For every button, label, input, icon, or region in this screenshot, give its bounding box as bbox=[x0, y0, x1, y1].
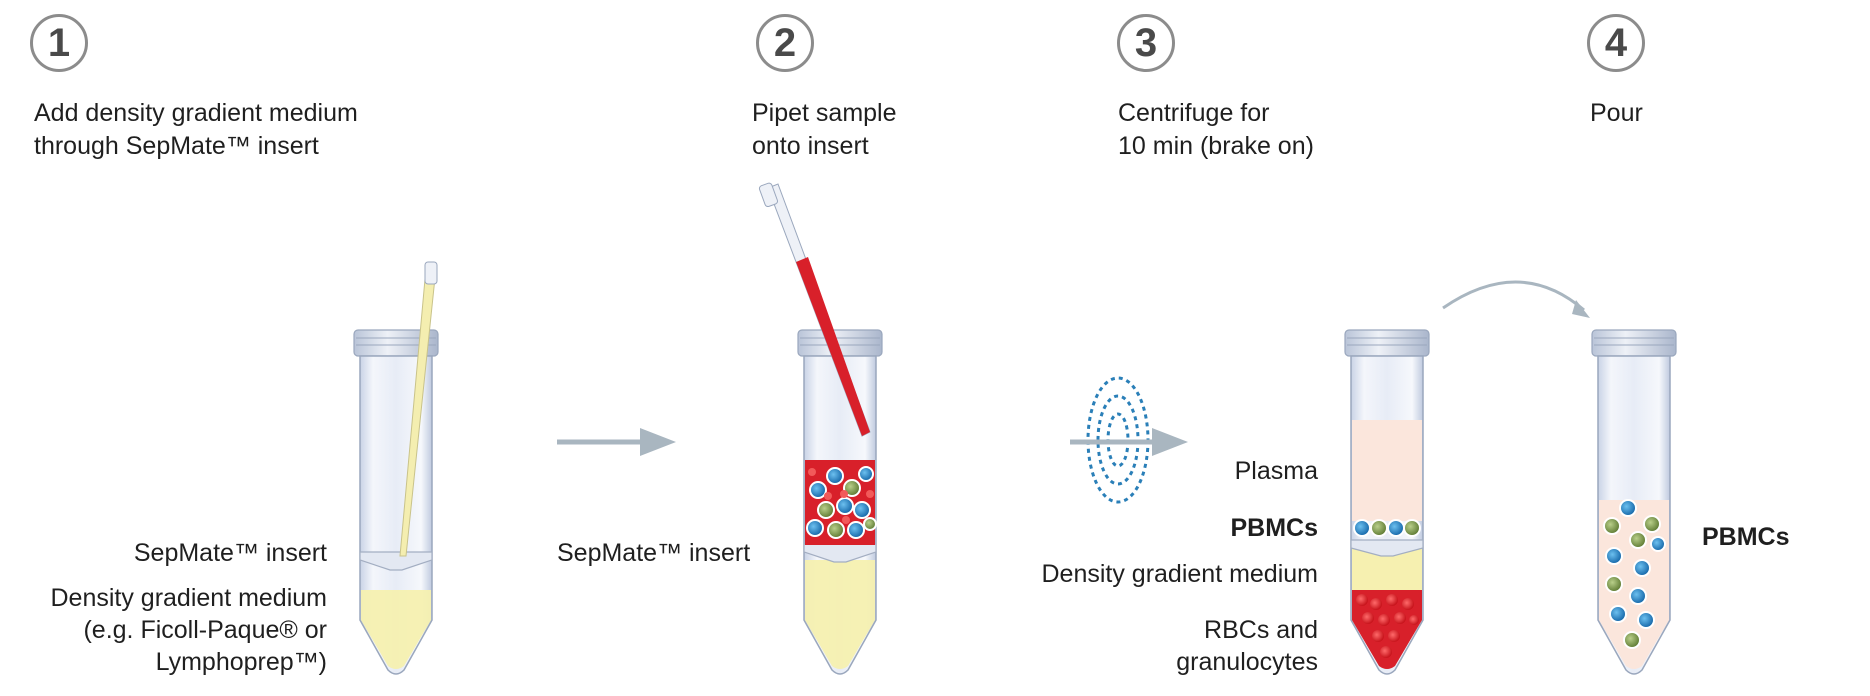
tube-3-rbc-label-line2: granulocytes bbox=[1176, 648, 1318, 676]
tube-1-medium-label: Density gradient medium (e.g. Ficoll-Paq… bbox=[50, 582, 327, 678]
step-3-instruction-line2: 10 min (brake on) bbox=[1118, 132, 1314, 160]
tube-3-pbmc-band bbox=[1353, 519, 1421, 537]
step-1-instruction-line2: through SepMate™ insert bbox=[34, 132, 319, 160]
step-4-instruction-line1: Pour bbox=[1590, 99, 1643, 127]
tube-2-cells bbox=[806, 466, 877, 539]
tube-3-plasma-label: Plasma bbox=[1234, 457, 1318, 485]
tube-2-density-medium bbox=[805, 560, 875, 669]
tube-2-sepmate-insert bbox=[803, 543, 877, 563]
step-3-instruction: Centrifuge for 10 min (brake on) bbox=[1118, 97, 1314, 163]
tube-2-insert-label: SepMate™ insert bbox=[557, 539, 751, 567]
tube-3-pbmcs-label: PBMCs bbox=[1230, 514, 1318, 542]
tube-1-density-medium bbox=[361, 590, 431, 669]
tube-3-sepmate-insert bbox=[1350, 539, 1424, 557]
tube-3-medium-label: Density gradient medium bbox=[1041, 560, 1318, 588]
step-2-instruction-line2: onto insert bbox=[752, 132, 869, 160]
pipette-icon bbox=[758, 182, 871, 437]
tube-4-pbmcs bbox=[1603, 499, 1666, 649]
step-1-number: 1 bbox=[30, 14, 88, 72]
pour-arrow-head bbox=[1572, 300, 1590, 318]
arrow-step1-to-step2 bbox=[557, 428, 676, 456]
step-4-number: 4 bbox=[1587, 14, 1645, 72]
pour-arrow-icon bbox=[1442, 280, 1585, 312]
tube-4-pbmcs-label: PBMCs bbox=[1702, 523, 1790, 551]
step-1-instruction: Add density gradient medium through SepM… bbox=[34, 97, 358, 163]
tube-3-rbc-label: RBCs and granulocytes bbox=[1176, 614, 1318, 678]
tube-1-medium-label-line3: Lymphoprep™) bbox=[155, 648, 327, 676]
tube-2 bbox=[758, 182, 883, 675]
step-2-instruction: Pipet sample onto insert bbox=[752, 97, 897, 163]
tube-1-sepmate-insert bbox=[359, 551, 433, 571]
tube-1-medium-label-line2: (e.g. Ficoll-Paque® or bbox=[83, 616, 327, 644]
pipette-icon bbox=[399, 261, 438, 557]
arrow-step2-to-step3 bbox=[1070, 428, 1188, 456]
tube-3-rbc-layer bbox=[1352, 590, 1422, 669]
step-3-number: 3 bbox=[1117, 14, 1175, 72]
step-2-instruction-line1: Pipet sample bbox=[752, 99, 897, 127]
step-2-number: 2 bbox=[756, 14, 814, 72]
step-1-instruction-line1: Add density gradient medium bbox=[34, 99, 358, 127]
step-3-instruction-line1: Centrifuge for bbox=[1118, 99, 1270, 127]
tube-1-medium-label-line1: Density gradient medium bbox=[50, 584, 327, 612]
tube-1-insert-label: SepMate™ insert bbox=[133, 539, 327, 567]
tube-3 bbox=[1344, 329, 1430, 675]
tube-1 bbox=[353, 261, 439, 675]
tube-4 bbox=[1591, 329, 1677, 675]
tube-3-plasma-layer bbox=[1352, 420, 1422, 521]
tube-3-rbcs bbox=[1356, 594, 1419, 658]
tube-3-rbc-label-line1: RBCs and bbox=[1204, 616, 1318, 644]
step-4-instruction: Pour bbox=[1590, 97, 1643, 130]
